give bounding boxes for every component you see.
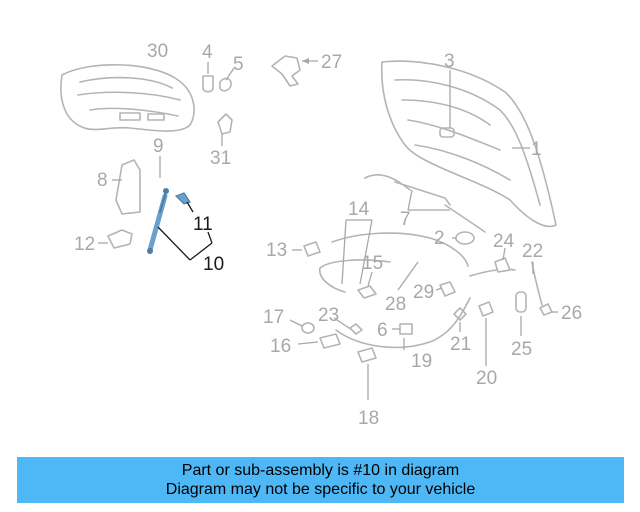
- callout-24: 24: [493, 231, 515, 252]
- part-12-mount: [98, 229, 133, 249]
- part-21-clip: [453, 307, 467, 332]
- part-28-29-latch: [397, 261, 456, 297]
- callout-22: 22: [522, 241, 543, 262]
- part-8-bracket: [112, 159, 141, 215]
- banner-line-2: Diagram may not be specific to your vehi…: [165, 481, 476, 498]
- info-banner: Part or sub-assembly is #10 in diagram D…: [17, 457, 624, 503]
- part-4-clip: [202, 62, 214, 93]
- part-15-bracket: [357, 271, 377, 299]
- callout-9: 9: [153, 136, 164, 157]
- callout-8: 8: [97, 170, 108, 191]
- callout-12: 12: [74, 234, 95, 255]
- part-5-clip: [219, 67, 235, 92]
- callout-14: 14: [348, 199, 370, 220]
- callout-31: 31: [210, 148, 231, 169]
- callout-23: 23: [318, 305, 339, 326]
- part-10-lift-support: [147, 188, 169, 254]
- callout-5: 5: [233, 54, 244, 75]
- callout-16: 16: [270, 336, 291, 357]
- part-2-bumper: [452, 231, 475, 245]
- callout-10: 10: [203, 254, 224, 275]
- callout-25: 25: [511, 339, 532, 360]
- part-11-clip: [174, 192, 194, 213]
- part-1-hood: [380, 60, 557, 228]
- callout-21: 21: [450, 334, 471, 355]
- part-19-cable: [335, 297, 471, 350]
- part-23-cable: [333, 317, 363, 335]
- callout-30: 30: [147, 41, 168, 62]
- part-7-seal: [364, 174, 486, 233]
- callout-27: 27: [321, 52, 342, 73]
- callout-29: 29: [413, 282, 434, 303]
- callout-13: 13: [266, 240, 287, 261]
- callout-19: 19: [411, 351, 432, 372]
- part-13-handle: [292, 241, 321, 257]
- callout-18: 18: [358, 408, 379, 429]
- callout-11: 11: [193, 214, 213, 235]
- part-16-handle: [297, 333, 341, 349]
- part-24-latch: [469, 247, 516, 277]
- part-22-cable: [531, 261, 543, 306]
- part-17-clip: [289, 319, 315, 334]
- part-27-hinge: [271, 55, 318, 87]
- part-25-handle: [515, 291, 527, 336]
- callout-6: 6: [377, 320, 388, 341]
- callout-17: 17: [263, 307, 284, 328]
- part-14-cable: [319, 219, 469, 293]
- parts-diagram: 30 4 5 27 3 1 9 31 8 11 12 10 14 7 2 24 …: [60, 41, 582, 429]
- callout-28: 28: [385, 294, 406, 315]
- part-20-bracket: [478, 301, 494, 366]
- callout-1: 1: [531, 139, 542, 160]
- part-26-clip: [539, 303, 558, 316]
- callout-2: 2: [434, 228, 445, 249]
- callout-15: 15: [362, 253, 383, 274]
- part-6-grommet: [392, 323, 413, 335]
- callout-26: 26: [561, 303, 582, 324]
- callout-4: 4: [202, 42, 213, 63]
- banner-line-1: Part or sub-assembly is #10 in diagram: [181, 462, 460, 479]
- lead-10: [157, 226, 213, 261]
- part-30-hood-insulator: [60, 64, 195, 132]
- callout-20: 20: [476, 368, 497, 389]
- part-18-release: [357, 347, 377, 400]
- callout-7: 7: [400, 209, 411, 230]
- part-31-bumper: [217, 113, 233, 146]
- callout-3: 3: [444, 51, 455, 72]
